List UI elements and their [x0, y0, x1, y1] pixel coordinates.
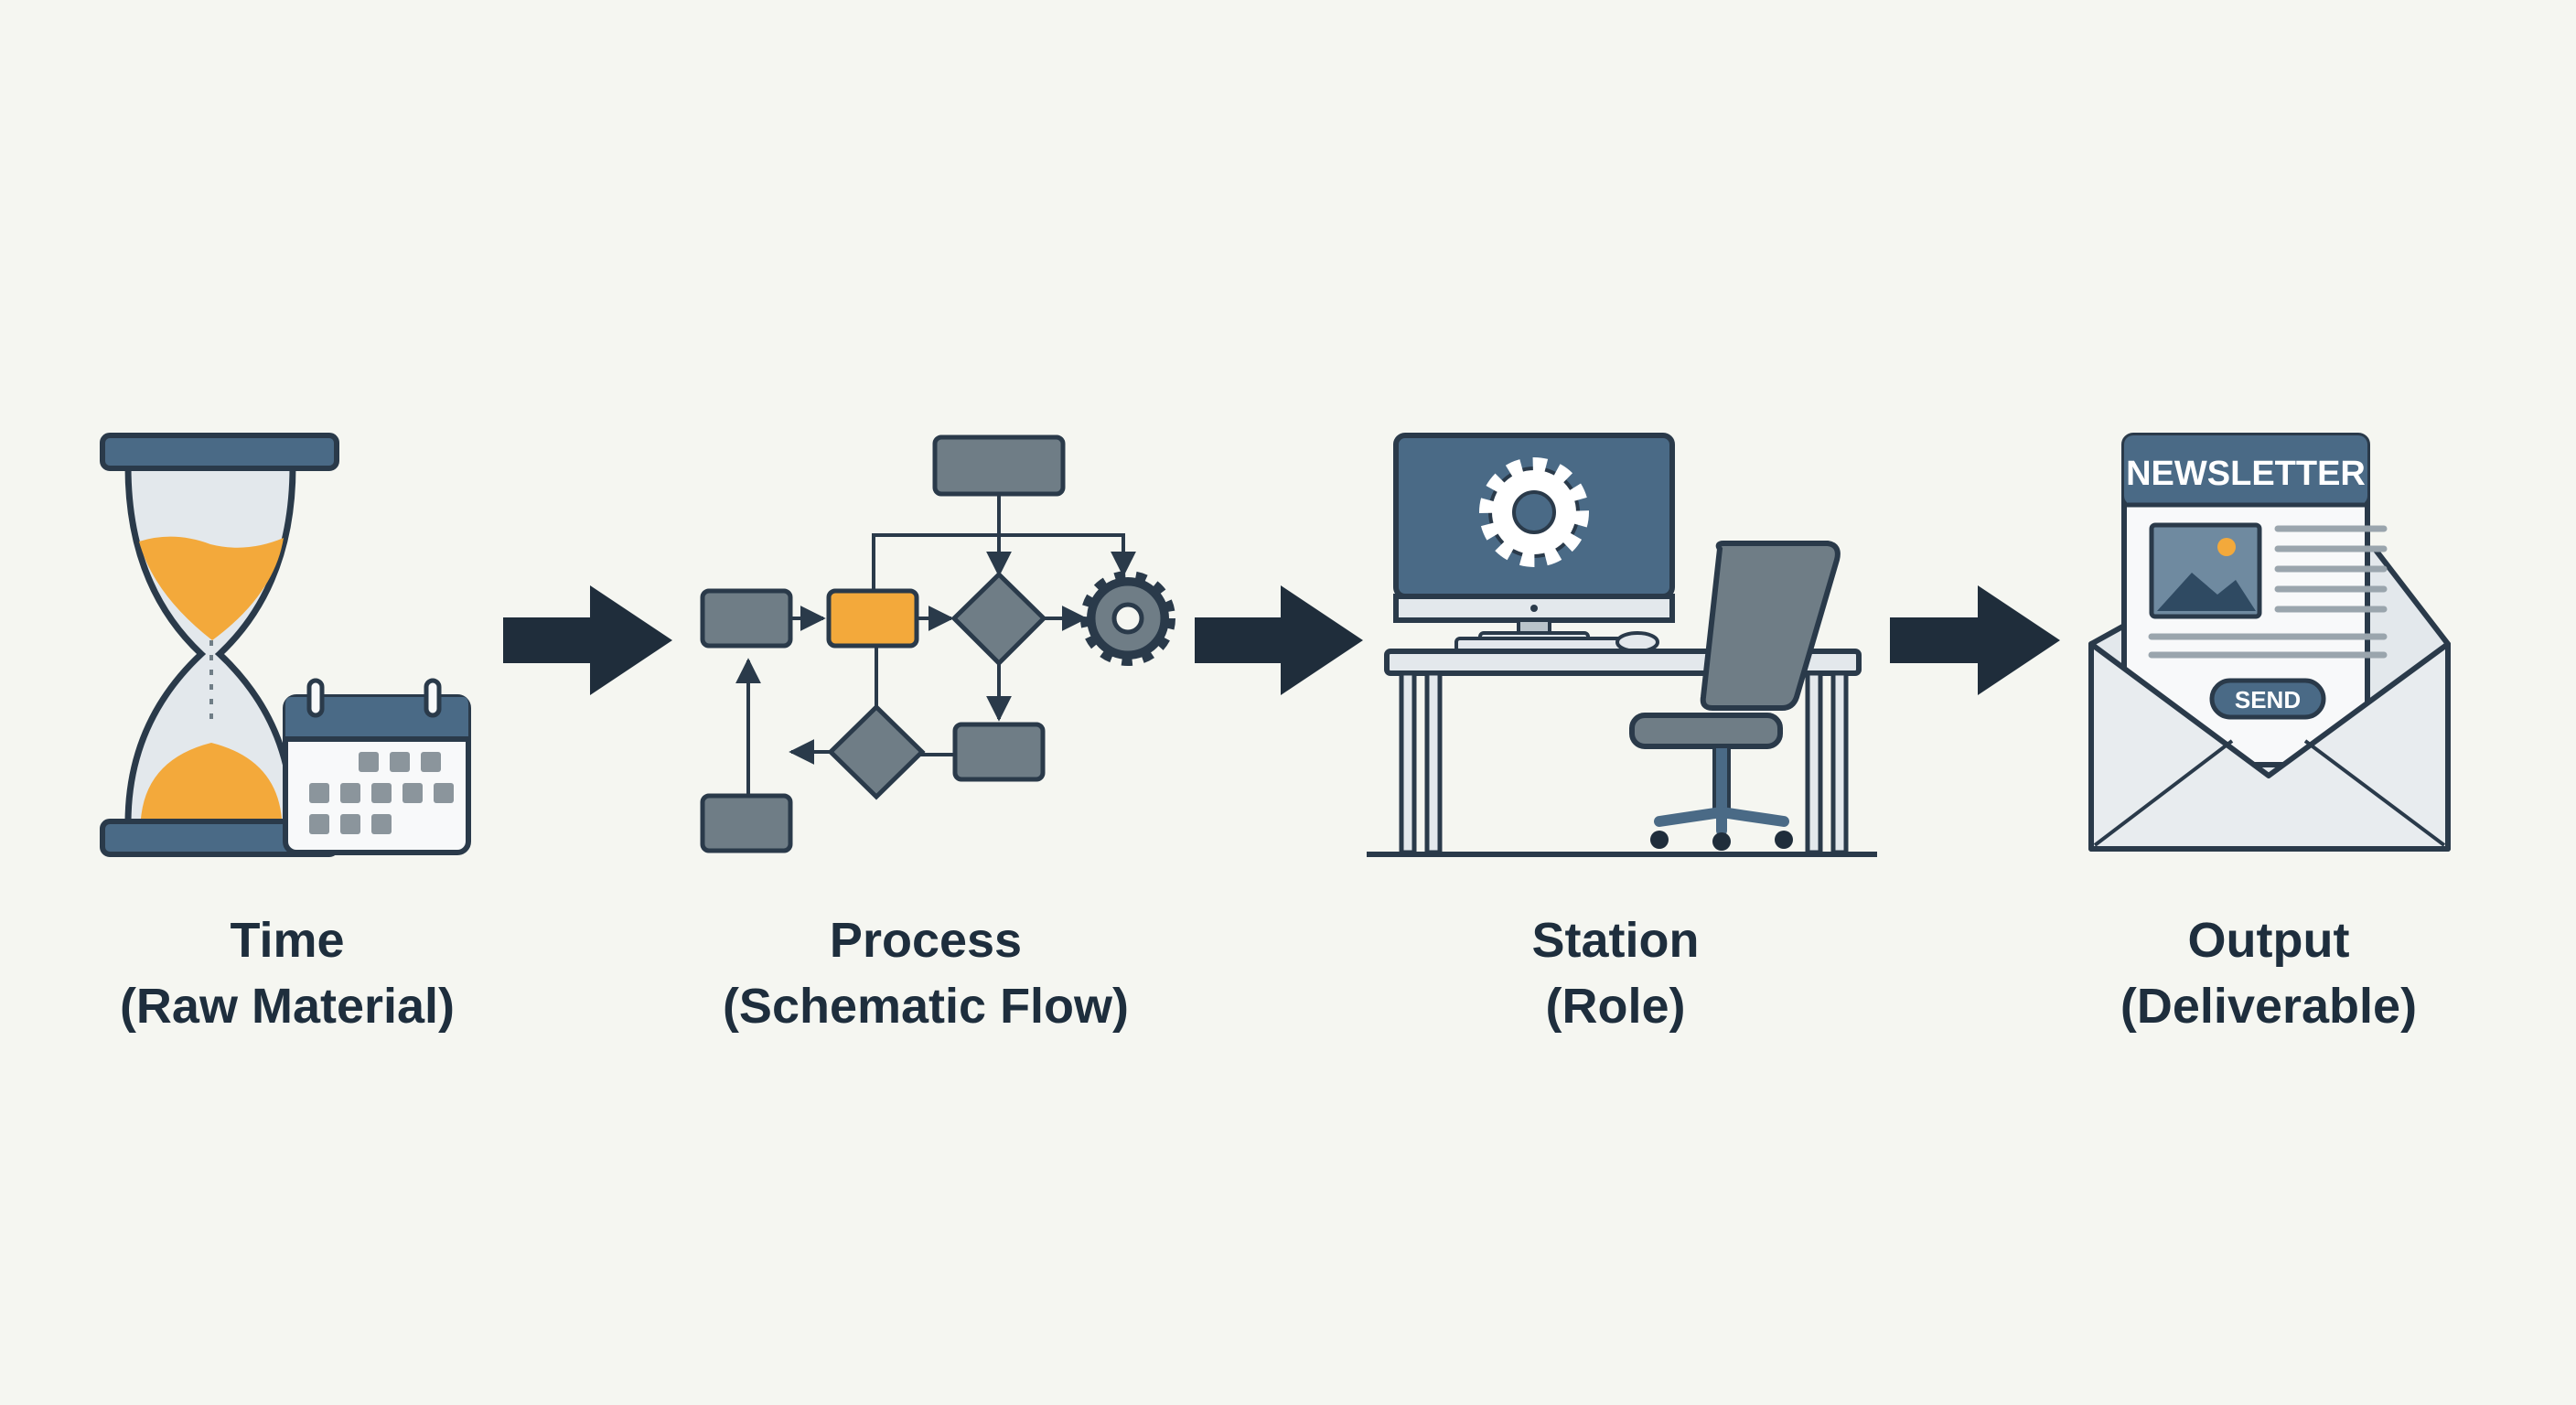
step-label-output: Output (Deliverable): [2012, 907, 2525, 1039]
newsletter-envelope-icon: NEWSLETTER SEND: [2088, 433, 2451, 852]
step-subtitle: (Raw Material): [119, 979, 456, 1034]
flowchart-icon: [700, 434, 1175, 853]
step-label-station: Station (Role): [1359, 907, 1872, 1039]
flow-arrow-3: [1890, 585, 2060, 695]
send-button-label: SEND: [2235, 686, 2301, 713]
step-title: Time: [230, 913, 345, 968]
newsletter-header: NEWSLETTER: [2126, 455, 2366, 493]
image-placeholder-icon: [2149, 522, 2262, 619]
step-label-process: Process (Schematic Flow): [670, 907, 1182, 1039]
step-subtitle: (Deliverable): [2120, 979, 2418, 1034]
gear-icon: [1080, 571, 1175, 666]
step-label-time: Time (Raw Material): [31, 907, 543, 1039]
desk-workstation-icon: [1367, 433, 1877, 857]
hourglass-calendar-icon: [100, 433, 471, 857]
step-title: Process: [829, 913, 1023, 968]
calendar-icon: [283, 678, 471, 855]
flow-arrow-2: [1195, 585, 1363, 695]
step-title: Station: [1531, 913, 1700, 968]
step-subtitle: (Schematic Flow): [722, 979, 1130, 1034]
send-button: SEND: [2209, 678, 2326, 720]
flow-arrow-1: [503, 585, 672, 695]
hourglass-icon: [100, 433, 339, 857]
office-chair-icon: [1629, 541, 1841, 851]
step-subtitle: (Role): [1545, 979, 1686, 1034]
settings-gear-icon: [1479, 457, 1589, 567]
step-title: Output: [2187, 913, 2350, 968]
